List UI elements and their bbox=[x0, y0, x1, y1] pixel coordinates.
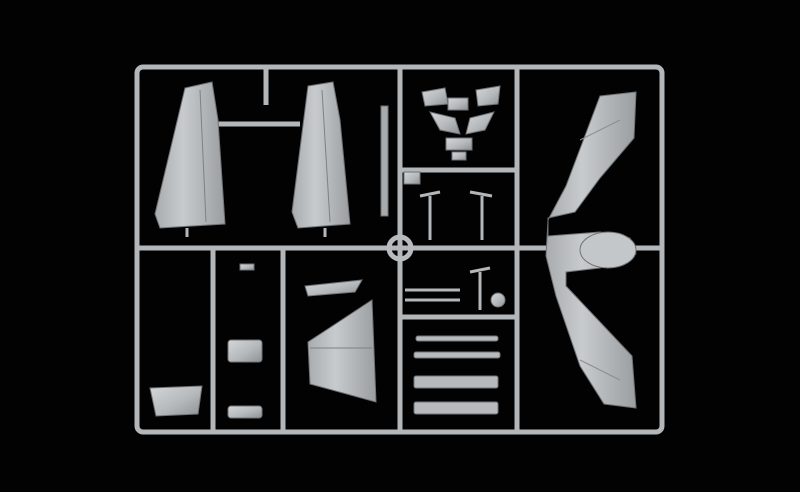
hub-ring bbox=[386, 234, 414, 262]
small-parts-left bbox=[149, 263, 263, 419]
fuselage-part bbox=[545, 91, 637, 409]
small-parts-top bbox=[403, 85, 501, 185]
tail-fin-part bbox=[304, 279, 377, 403]
wing-part-left bbox=[154, 81, 226, 237]
strut-part bbox=[380, 105, 389, 217]
wheel-part bbox=[490, 292, 506, 308]
rod-parts bbox=[413, 335, 501, 415]
wing-part-right bbox=[291, 81, 351, 237]
landing-gear-parts bbox=[405, 190, 493, 310]
